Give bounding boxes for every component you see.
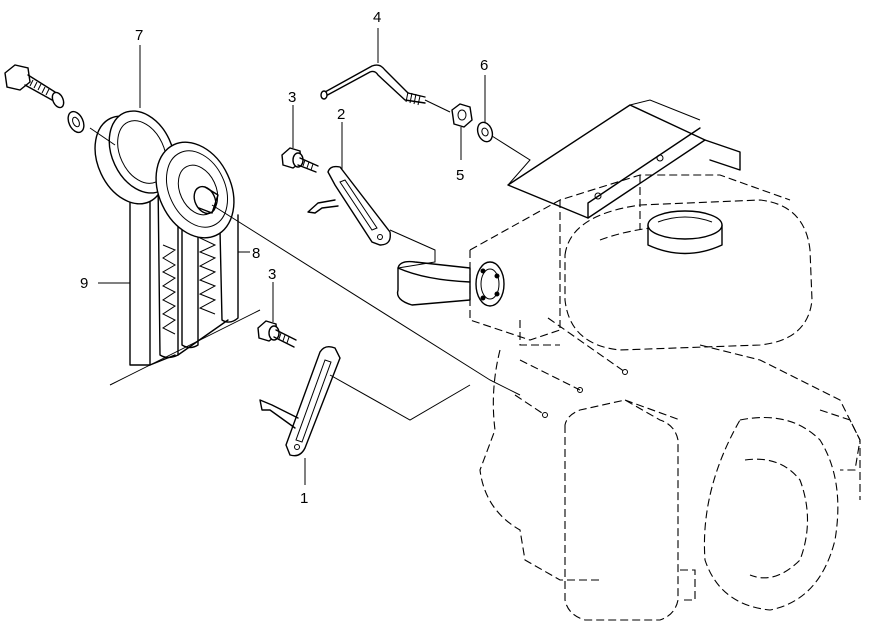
callout-6: 6 — [480, 57, 488, 74]
rod — [320, 64, 426, 106]
belts — [129, 169, 239, 366]
callout-4: 4 — [373, 9, 381, 26]
bracket-lower — [259, 345, 341, 457]
callout-9: 9 — [80, 275, 88, 292]
pulley — [94, 110, 235, 239]
bolt-lower — [257, 320, 297, 348]
bolt-upper — [281, 147, 319, 173]
callout-1: 1 — [300, 490, 308, 507]
washer — [476, 121, 494, 143]
callout-8: 8 — [252, 245, 260, 262]
callout-3-upper: 3 — [288, 89, 296, 106]
callout-7: 7 — [135, 27, 143, 44]
pulley-bolt — [4, 64, 85, 134]
callout-3-lower: 3 — [268, 266, 276, 283]
callout-5: 5 — [456, 167, 464, 184]
bracket-upper — [307, 165, 436, 269]
nut — [451, 103, 473, 128]
callout-2: 2 — [337, 106, 345, 123]
fuel-cap — [647, 210, 723, 255]
engine-outline — [396, 99, 861, 621]
callout-labels: 1 2 3 3 4 5 6 7 8 9 — [80, 9, 488, 507]
callout-leaders — [98, 28, 486, 485]
exhaust-pipe — [396, 260, 505, 307]
